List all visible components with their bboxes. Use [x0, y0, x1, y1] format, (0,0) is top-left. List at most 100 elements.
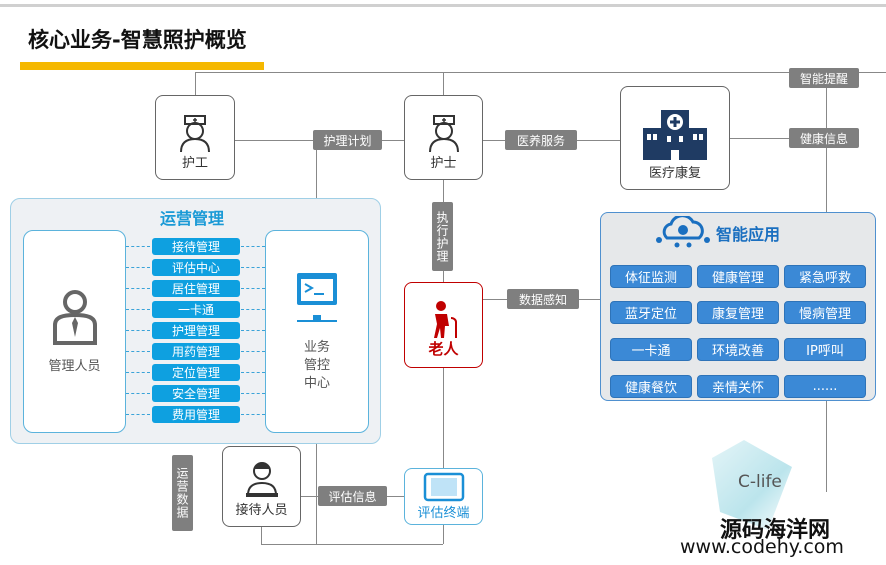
cloud-brain-icon — [656, 216, 710, 248]
node-medical[interactable]: 医疗康复 — [620, 86, 730, 190]
connector — [443, 525, 444, 544]
app-item-label: 一卡通 — [631, 344, 671, 359]
tag-ops-data: 运营数据 — [172, 455, 193, 531]
app-item[interactable]: 亲情关怀 — [697, 375, 779, 398]
ops-item-label: 居住管理 — [171, 282, 220, 296]
node-label: 护士 — [430, 156, 457, 171]
dashed-arrow-left — [126, 351, 150, 352]
app-item-label: 健康餐饮 — [624, 381, 677, 396]
app-item-label: 健康管理 — [711, 271, 764, 286]
dashed-arrow-right — [241, 330, 265, 331]
ops-item-label: 安全管理 — [171, 387, 220, 401]
node-nurse-aide[interactable]: 护工 — [155, 95, 235, 180]
node-receptionist[interactable]: 接待人员 — [222, 446, 301, 527]
node-label: 老人 — [428, 340, 459, 358]
dashed-arrow-right — [241, 372, 265, 373]
manager-label: 管理人员 — [48, 359, 101, 374]
ops-item[interactable]: 用药管理 — [152, 343, 240, 360]
node-label: 医疗康复 — [648, 166, 701, 181]
connector — [261, 544, 443, 545]
tag-medical-service: 医养服务 — [505, 130, 577, 150]
receptionist-icon — [245, 462, 278, 497]
dashed-arrow-left — [126, 414, 150, 415]
app-item-label: 蓝牙定位 — [624, 307, 677, 322]
dashed-arrow-right — [241, 267, 265, 268]
dashed-arrow-left — [126, 246, 150, 247]
ops-item-label: 费用管理 — [171, 408, 220, 422]
clife-logo: C-life — [738, 472, 782, 492]
title-underline — [20, 62, 264, 70]
app-item-label: 亲情关怀 — [711, 381, 764, 396]
tag-assess-info: 评估信息 — [318, 486, 387, 506]
control-center-card[interactable]: 业务管控中心 — [265, 230, 369, 433]
app-item[interactable]: 蓝牙定位 — [610, 301, 692, 324]
ops-item-label: 一卡通 — [177, 303, 214, 317]
manager-card[interactable]: 管理人员 — [23, 230, 126, 433]
app-item[interactable]: 环境改善 — [697, 338, 779, 361]
terminal-icon — [297, 272, 337, 322]
connector — [729, 138, 826, 139]
nurse-icon — [428, 115, 459, 152]
connector — [316, 432, 317, 544]
dashed-arrow-left — [126, 330, 150, 331]
site-name: 源码海洋网 — [720, 518, 831, 543]
ops-item[interactable]: 护理管理 — [152, 322, 240, 339]
ops-item-label: 接待管理 — [171, 240, 220, 254]
dashed-arrow-left — [126, 372, 150, 373]
node-nurse[interactable]: 护士 — [404, 95, 483, 180]
dashed-arrow-left — [126, 267, 150, 268]
ops-item[interactable]: 接待管理 — [152, 238, 240, 255]
app-item-label: 环境改善 — [711, 344, 764, 359]
control-center-label: 业务管控中心 — [303, 339, 330, 391]
elder-icon — [433, 301, 457, 338]
ops-title: 运营管理 — [160, 209, 225, 228]
dashed-arrow-left — [126, 309, 150, 310]
node-label: 评估终端 — [417, 506, 470, 521]
node-label: 护工 — [181, 156, 208, 171]
ops-item-label: 用药管理 — [171, 345, 220, 359]
connector — [261, 527, 262, 544]
ops-item-label: 定位管理 — [171, 366, 220, 380]
app-item-label: IP呼叫 — [806, 344, 844, 359]
tag-execute-care: 执行护理 — [432, 202, 453, 271]
dashed-arrow-right — [241, 288, 265, 289]
node-label: 接待人员 — [235, 503, 288, 518]
dashed-arrow-left — [126, 288, 150, 289]
app-item[interactable]: 健康管理 — [697, 265, 779, 288]
ops-item-label: 护理管理 — [171, 324, 220, 338]
app-item-label: 慢病管理 — [798, 307, 851, 322]
ops-item[interactable]: 评估中心 — [152, 259, 240, 276]
dashed-arrow-right — [241, 393, 265, 394]
dashed-arrow-right — [241, 309, 265, 310]
ops-item[interactable]: 定位管理 — [152, 364, 240, 381]
smart-app-title: 智能应用 — [716, 225, 781, 244]
app-item-label: 体征监测 — [624, 271, 677, 286]
app-item[interactable]: 康复管理 — [697, 301, 779, 324]
tag-health-info: 健康信息 — [789, 128, 859, 148]
ops-item[interactable]: 安全管理 — [152, 385, 240, 402]
app-item[interactable]: 体征监测 — [610, 265, 692, 288]
tag-smart-remind: 智能提醒 — [789, 68, 859, 88]
app-item[interactable]: 一卡通 — [610, 338, 692, 361]
app-item[interactable]: 紧急呼救 — [784, 265, 866, 288]
app-item[interactable]: 健康餐饮 — [610, 375, 692, 398]
dashed-arrow-right — [241, 414, 265, 415]
node-elder[interactable]: 老人 — [404, 282, 483, 368]
tablet-icon — [423, 472, 464, 502]
hospital-icon — [643, 110, 707, 160]
app-item[interactable]: ...... — [784, 375, 866, 398]
app-item-label: 康复管理 — [711, 307, 764, 322]
app-item-label: 紧急呼救 — [798, 271, 851, 286]
site-url: www.codehy.com — [680, 536, 844, 558]
ops-item[interactable]: 居住管理 — [152, 280, 240, 297]
tag-data-sense: 数据感知 — [507, 289, 579, 309]
ops-item[interactable]: 一卡通 — [152, 301, 240, 318]
ops-item-label: 评估中心 — [171, 261, 220, 275]
ops-item[interactable]: 费用管理 — [152, 406, 240, 423]
node-terminal[interactable]: 评估终端 — [404, 468, 483, 525]
app-item[interactable]: 慢病管理 — [784, 301, 866, 324]
nurse-icon — [180, 115, 210, 152]
app-item[interactable]: IP呼叫 — [784, 338, 866, 361]
connector — [443, 72, 444, 95]
app-item-label: ...... — [812, 379, 838, 394]
